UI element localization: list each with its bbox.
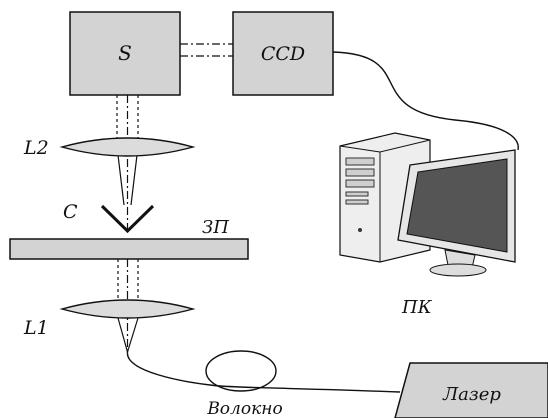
s-ccd-link	[180, 43, 233, 57]
label-laser: Лазер	[442, 384, 501, 405]
label-zp: ЗП	[202, 217, 229, 238]
fiber-cable	[126, 351, 401, 393]
beam-upper	[116, 95, 139, 232]
source-box	[69, 11, 181, 96]
monitor-base	[429, 263, 487, 277]
lens-l1	[59, 299, 196, 319]
plate-zp	[9, 238, 249, 260]
beam-lower	[117, 259, 139, 353]
label-pk: ПК	[401, 297, 433, 318]
tower-drive-bays	[345, 157, 375, 205]
computer	[339, 132, 516, 277]
lens-l2	[59, 137, 196, 157]
label-l1: L1	[23, 317, 49, 339]
sample-c	[100, 204, 155, 234]
ccd-box	[232, 11, 334, 96]
label-l2: L2	[23, 137, 49, 159]
label-ccd: CCD	[261, 43, 305, 65]
label-s: S	[118, 41, 132, 65]
laser-box	[394, 362, 548, 418]
fiber-loop	[205, 350, 277, 392]
ccd-pc-cable	[332, 51, 519, 151]
label-fiber: Волокно	[206, 399, 282, 418]
monitor-screen	[406, 158, 508, 253]
label-c: C	[63, 201, 78, 223]
